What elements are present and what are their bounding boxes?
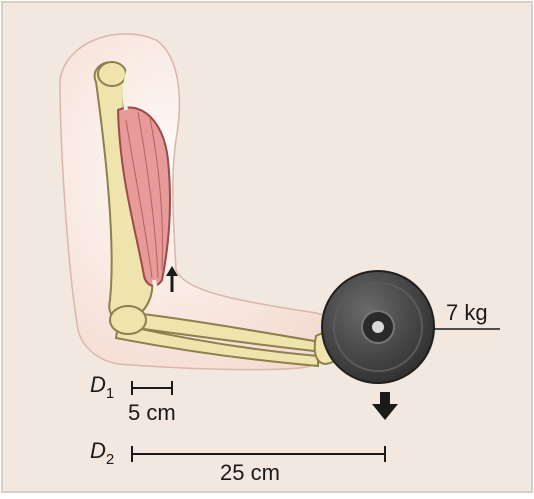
weight-label: 7 kg <box>446 302 488 324</box>
d2-subscript: 2 <box>106 451 114 468</box>
d2-symbol: D <box>90 438 106 463</box>
d1-subscript: 1 <box>106 385 114 402</box>
d2-value-label: 25 cm <box>220 462 280 484</box>
d1-symbol-label: D1 <box>90 374 114 401</box>
elbow-joint <box>110 306 146 334</box>
d1-value-label: 5 cm <box>128 402 176 424</box>
d2-symbol-label: D2 <box>90 440 114 467</box>
weight-plate-icon <box>322 271 434 383</box>
d1-symbol: D <box>90 372 106 397</box>
humerus-head <box>98 62 126 86</box>
